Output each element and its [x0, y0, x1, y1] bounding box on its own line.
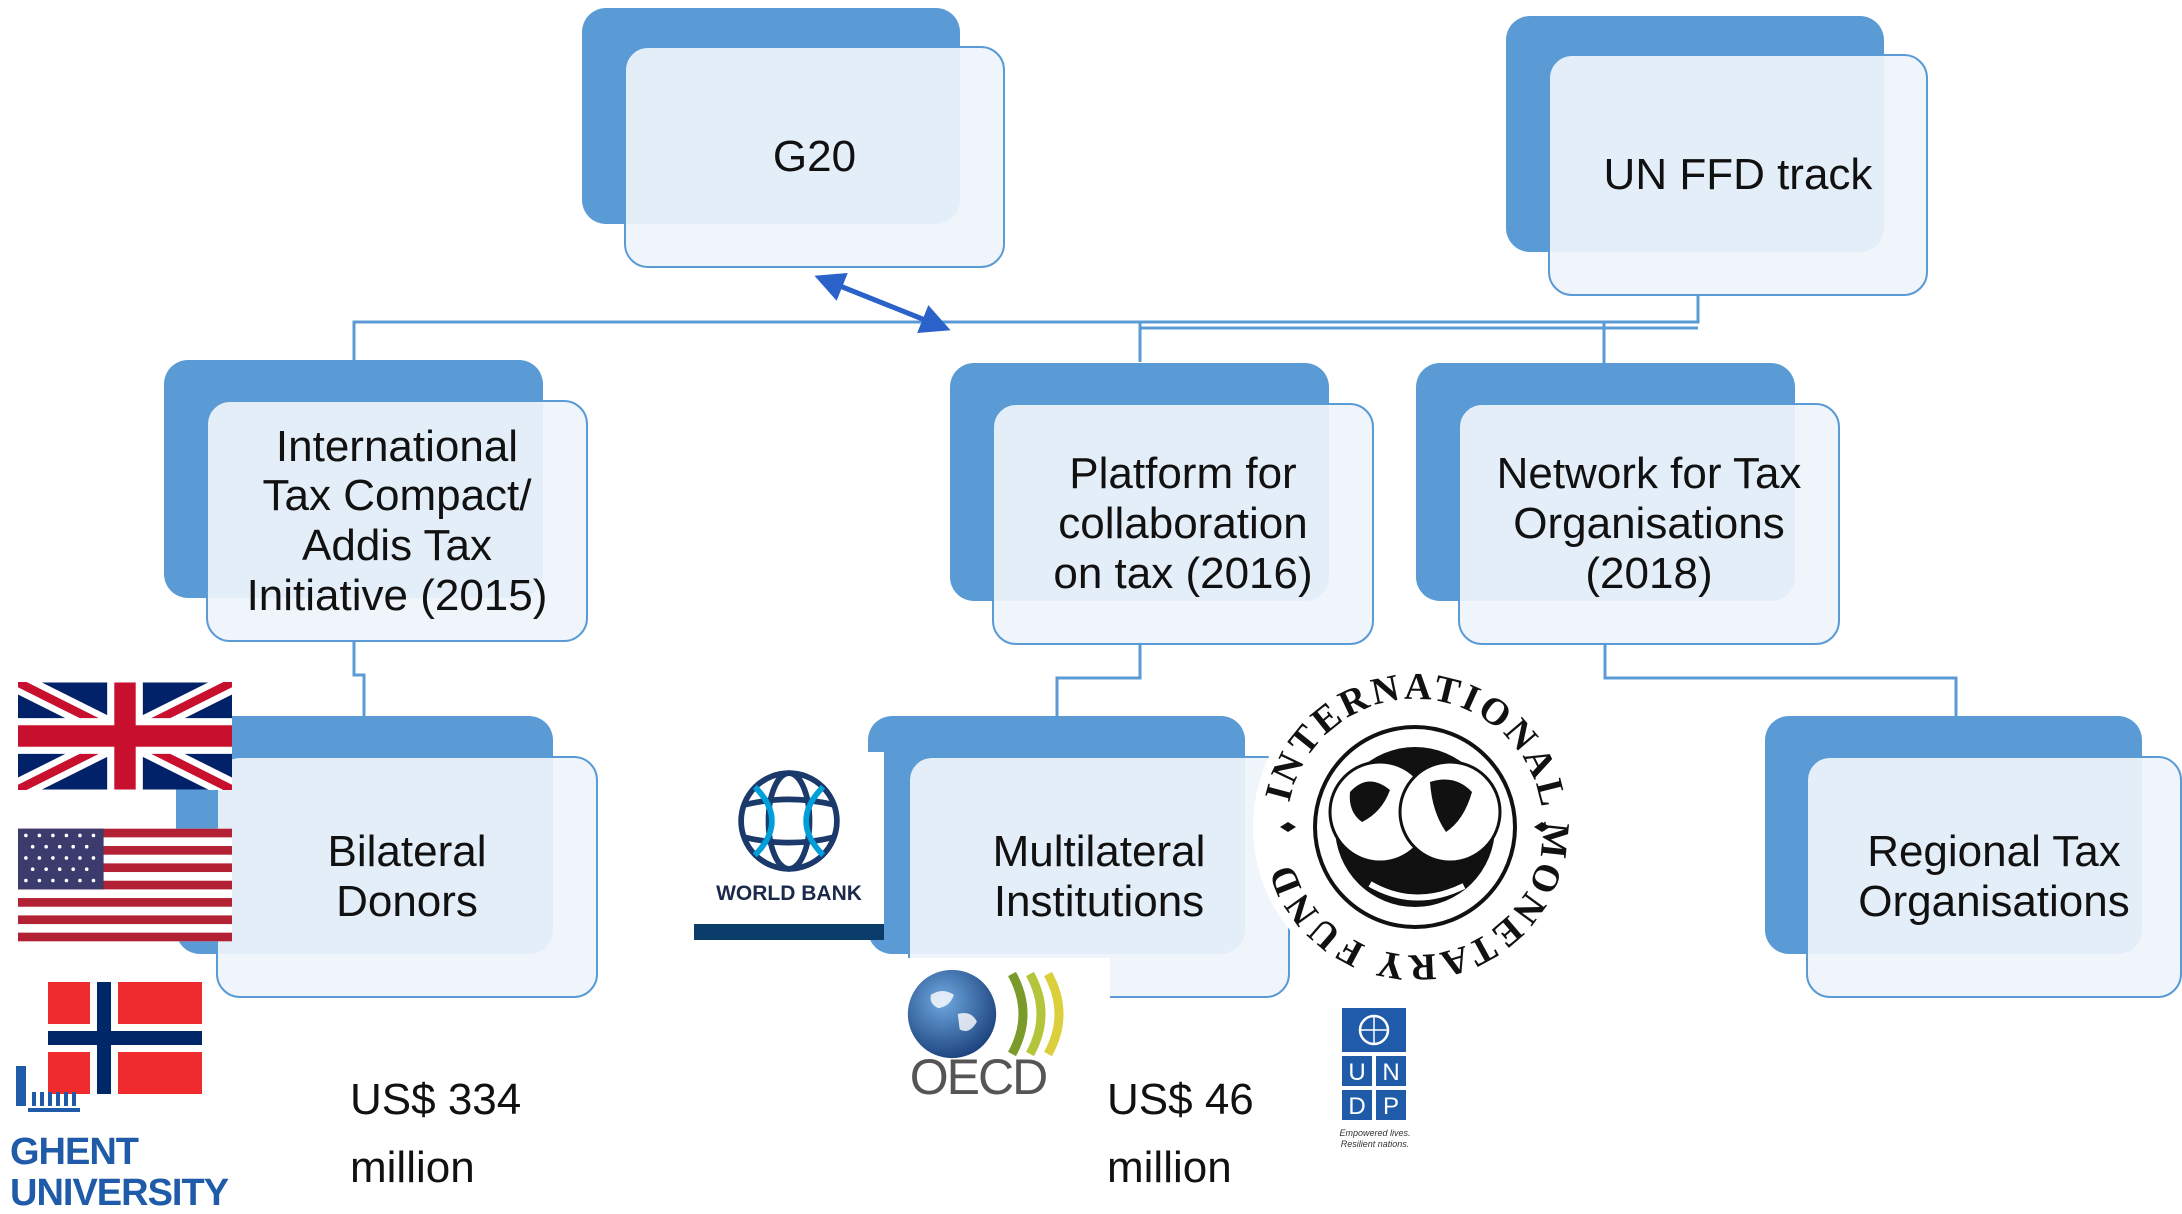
undp-logo-icon: U N D P	[1342, 1008, 1406, 1120]
node-un-ffd-track: UN FFD track	[1506, 16, 1928, 296]
undp-letter-u: U	[1348, 1059, 1365, 1086]
node-itc-label: International Tax Compact/ Addis Tax Ini…	[246, 421, 548, 620]
node-international-tax-compact: International Tax Compact/ Addis Tax Ini…	[164, 360, 588, 642]
node-multilateral-label: Multilateral Institutions	[992, 827, 1206, 926]
world-bank-globe-icon	[738, 770, 840, 872]
oecd-label: OECD	[909, 1049, 1048, 1105]
oecd-globe-icon	[907, 969, 997, 1059]
us-flag-icon	[18, 828, 232, 942]
connector-un-to-level2	[352, 295, 1700, 362]
oecd-arcs-icon	[1008, 971, 1064, 1057]
connector-un-to-pct	[1138, 320, 1698, 362]
connector-un-to-nto	[1602, 320, 1698, 366]
undp-letter-d: D	[1348, 1093, 1365, 1120]
ghent-university-logo-icon	[16, 1066, 80, 1112]
node-regional-label: Regional Tax Organisations	[1858, 827, 2130, 926]
connector-pct-to-multilateral	[1055, 642, 1142, 716]
connector-itc-to-bilateral	[352, 640, 366, 718]
imf-seal-icon: INTERNATIONAL MONETARY FUND	[1253, 665, 1577, 989]
undp-tagline: Empowered lives. Resilient nations.	[1339, 1128, 1411, 1149]
ghent-university-label: GHENT UNIVERSITY	[10, 1131, 229, 1214]
node-bilateral-donors: Bilateral Donors	[176, 716, 598, 998]
undp-letter-n: N	[1382, 1059, 1399, 1086]
bilateral-amount: US$ 334 million	[350, 1075, 522, 1192]
world-bank-logo	[694, 752, 884, 940]
node-platform-collaboration-tax: Platform for collaboration on tax (2016)	[950, 363, 1374, 645]
oecd-logo	[890, 958, 1110, 1108]
node-pct-label: Platform for collaboration on tax (2016)	[1053, 449, 1313, 598]
uk-flag-icon	[18, 682, 232, 790]
node-multilateral-institutions: Multilateral Institutions	[868, 716, 1290, 998]
node-nto-label: Network for Tax Organisations (2018)	[1496, 449, 1802, 598]
norway-flag-icon	[48, 982, 202, 1094]
node-bilateral-label: Bilateral Donors	[327, 827, 487, 926]
undp-letter-p: P	[1383, 1093, 1399, 1120]
node-regional-tax-organisations: Regional Tax Organisations	[1765, 716, 2182, 998]
g20-link-arrow	[814, 272, 951, 334]
node-un-ffd-label: UN FFD track	[1603, 150, 1873, 200]
multilateral-amount: US$ 46 million	[1107, 1075, 1254, 1192]
node-g20-label: G20	[772, 132, 857, 182]
node-network-tax-organisations: Network for Tax Organisations (2018)	[1416, 363, 1840, 645]
world-bank-label: WORLD BANK	[716, 882, 862, 905]
connector-nto-to-regional	[1603, 642, 1958, 718]
node-g20: G20	[582, 8, 1005, 268]
